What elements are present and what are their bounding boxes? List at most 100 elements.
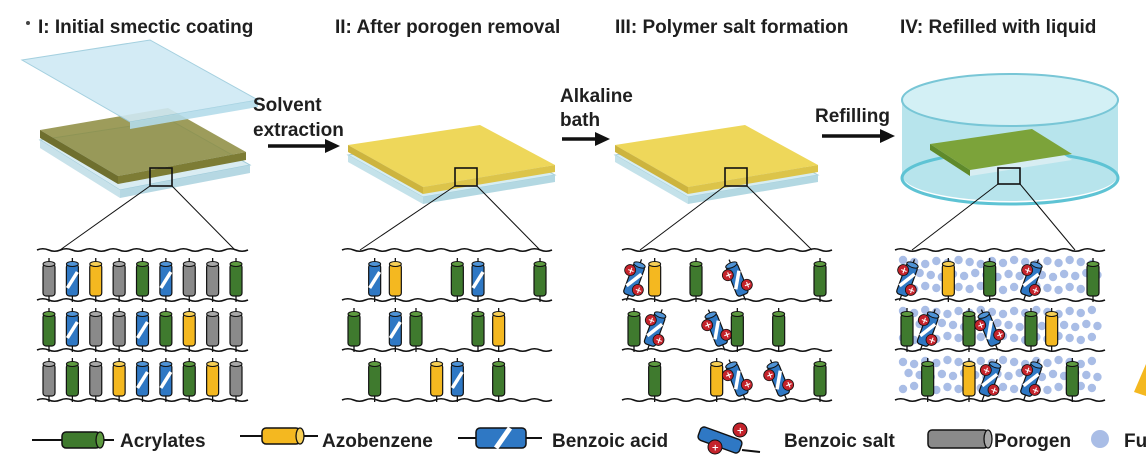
- polymer-backbone: [621, 397, 833, 403]
- liquid-droplet: [1065, 306, 1074, 316]
- molecule-porogen: [229, 308, 243, 352]
- molecule-benzoic-salt: ++: [721, 359, 754, 401]
- molecule-acrylate: [921, 358, 935, 402]
- molecule-acrylate: [409, 308, 423, 352]
- svg-text:+: +: [1022, 365, 1033, 377]
- liquid-droplet: [998, 285, 1008, 295]
- liquid-droplet: [1082, 319, 1091, 329]
- molecule-azobenzene: [962, 358, 976, 402]
- molecule-acrylate: [492, 358, 506, 402]
- liquid-droplet: [1004, 371, 1013, 381]
- liquid-droplet: [1082, 370, 1091, 380]
- svg-text:+: +: [981, 365, 992, 377]
- structure-panel-1: [36, 247, 249, 403]
- cropped-mark: [26, 21, 30, 25]
- liquid-droplet: [1087, 356, 1097, 366]
- liquid-droplet: [943, 382, 952, 392]
- molecule-benzoic-salt: ++: [896, 259, 919, 301]
- molecule-benzoic-acid: [65, 258, 79, 302]
- molecule-porogen: [229, 358, 243, 402]
- liquid-droplet: [1004, 320, 1013, 330]
- molecule-acrylate: [962, 308, 976, 352]
- liquid-droplet: [976, 356, 985, 366]
- molecule-acrylate: [450, 258, 464, 302]
- liquid-droplet: [1093, 321, 1102, 331]
- liquid-droplet: [959, 271, 969, 281]
- molecule-acrylate: [182, 358, 196, 402]
- molecule-azobenzene: [89, 258, 103, 302]
- liquid-droplet: [948, 371, 958, 381]
- liquid-droplet: [1021, 257, 1030, 267]
- liquid-droplet: [998, 355, 1008, 365]
- polymer-backbone: [36, 247, 249, 253]
- liquid-droplet: [1009, 357, 1019, 367]
- svg-text:+: +: [625, 265, 636, 277]
- stage-4-bath: [900, 73, 1120, 251]
- molecule-benzoic-salt: ++: [643, 309, 667, 351]
- liquid-droplet: [965, 257, 974, 267]
- liquid-droplet: [976, 259, 985, 269]
- arrow-1-label-line2: extraction: [253, 120, 344, 141]
- molecule-benzoic-salt: ++: [1020, 259, 1043, 301]
- liquid-droplet: [1009, 282, 1019, 292]
- liquid-droplet: [1054, 355, 1063, 365]
- molecule-benzoic-salt: ++: [978, 359, 1002, 401]
- legend-fluid-icon: [1091, 430, 1109, 448]
- stage-title-2: II: After porogen removal: [335, 17, 560, 38]
- molecule-porogen: [112, 258, 126, 302]
- stage-title-1: I: Initial smectic coating: [38, 17, 253, 38]
- svg-text:+: +: [743, 279, 754, 291]
- liquid-droplet: [921, 259, 930, 269]
- liquid-droplet: [1043, 385, 1052, 395]
- svg-text:+: +: [743, 379, 754, 391]
- liquid-droplet: [909, 359, 919, 369]
- liquid-droplet: [948, 320, 958, 330]
- molecule-benzoic-acid: [159, 358, 173, 402]
- liquid-droplet: [1065, 333, 1074, 343]
- arrow-1-label-line1: Solvent: [253, 95, 322, 116]
- molecule-acrylate: [627, 308, 641, 352]
- svg-text:+: +: [633, 285, 644, 297]
- liquid-droplet: [1059, 320, 1069, 330]
- svg-text:+: +: [976, 320, 987, 332]
- molecule-acrylate: [772, 308, 786, 352]
- molecule-acrylate: [159, 308, 173, 352]
- molecule-benzoic-salt: ++: [701, 309, 733, 351]
- structure-panel-4: ++++++++++++: [894, 247, 1106, 403]
- molecule-acrylate: [1065, 358, 1079, 402]
- liquid-droplet: [1009, 255, 1019, 265]
- molecule-benzoic-acid: [471, 258, 485, 302]
- molecule-acrylate: [471, 308, 485, 352]
- svg-text:+: +: [724, 370, 735, 382]
- arrow-2-label-line1: Alkaline: [560, 86, 633, 107]
- molecule-benzoic-acid: [368, 258, 382, 302]
- structure-panel-3: ++++++++++++: [621, 247, 833, 403]
- liquid-droplet: [998, 382, 1008, 392]
- molecule-porogen: [89, 358, 103, 402]
- liquid-droplet: [1054, 285, 1063, 295]
- stage-title-4: IV: Refilled with liquid: [900, 17, 1096, 38]
- polymer-backbone: [621, 297, 833, 303]
- liquid-droplet: [1076, 284, 1085, 294]
- liquid-droplet: [1004, 269, 1013, 279]
- liquid-droplet: [1009, 384, 1019, 394]
- liquid-droplet: [937, 318, 947, 328]
- molecule-benzoic-salt: ++: [974, 309, 1006, 351]
- molecule-porogen: [112, 308, 126, 352]
- molecular-panels: ++++++++++++++++++++++++: [36, 247, 1106, 403]
- svg-text:+: +: [712, 444, 720, 454]
- liquid-droplet: [1065, 282, 1074, 292]
- liquid-droplet: [993, 318, 1002, 328]
- liquid-droplet: [1043, 358, 1052, 368]
- svg-text:+: +: [1030, 285, 1041, 297]
- svg-text:+: +: [927, 335, 938, 347]
- liquid-droplet: [1054, 258, 1063, 268]
- molecule-acrylate: [689, 258, 703, 302]
- liquid-droplet: [1087, 305, 1097, 315]
- liquid-droplet: [1048, 369, 1058, 379]
- liquid-droplet: [1015, 271, 1024, 281]
- polymer-backbone: [341, 397, 553, 403]
- molecule-acrylate: [135, 258, 150, 302]
- liquid-droplet: [1048, 272, 1058, 282]
- liquid-droplet: [932, 358, 941, 368]
